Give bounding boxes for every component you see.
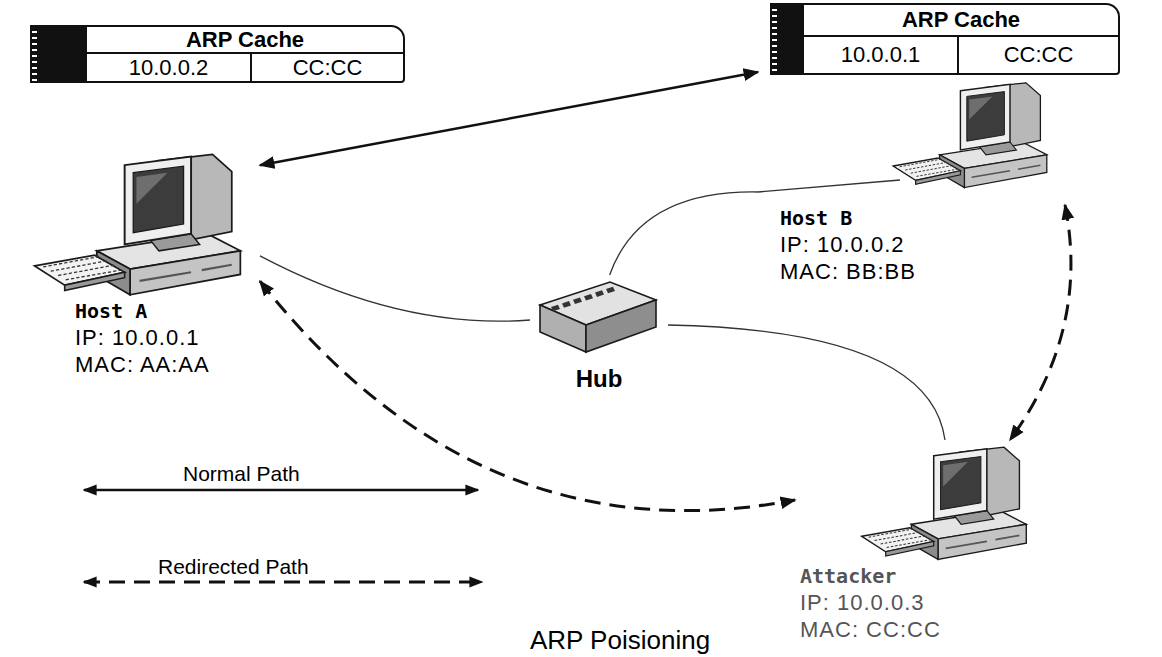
- attacker-computer: [862, 447, 1027, 559]
- legend-text: Normal Path: [180, 462, 303, 486]
- mac-address: MAC: AA:AA: [75, 351, 210, 378]
- mac-address: CC:CC: [293, 55, 363, 81]
- table-header: ARP Cache: [804, 5, 1118, 37]
- table-cell: CC:CC: [252, 54, 403, 81]
- cache-tab-edge: [32, 27, 37, 81]
- ip-address: IP: 10.0.0.3: [800, 589, 941, 616]
- cache-tab: [772, 5, 804, 73]
- legend-samples: [84, 490, 482, 582]
- attacker-node: AttackerIP: 10.0.0.3MAC: CC:CC: [795, 440, 1035, 645]
- host-node: Host BIP: 10.0.0.2MAC: BB:BB: [758, 60, 1065, 290]
- normal-path-arrow: [260, 72, 758, 165]
- host-label: AttackerIP: 10.0.0.3MAC: CC:CC: [800, 563, 941, 643]
- host-name: Host A: [75, 298, 210, 324]
- arp-cache-table: ARP Cache10.0.0.2 CC:CC: [30, 25, 405, 83]
- table-cell: 10.0.0.1: [804, 37, 959, 73]
- table-cell: 10.0.0.2: [87, 54, 252, 81]
- redirected-path-arrow: [260, 281, 795, 510]
- host-name: Attacker: [800, 563, 941, 589]
- hub-node: Hub: [530, 275, 668, 395]
- mac-address: MAC: CC:CC: [800, 616, 941, 643]
- host-b-computer: [893, 83, 1047, 188]
- header-text: ARP Cache: [902, 7, 1020, 33]
- cache-tab: [32, 27, 87, 81]
- host-label: Host BIP: 10.0.0.2MAC: BB:BB: [780, 205, 916, 285]
- table-header: ARP Cache: [87, 27, 403, 54]
- table-cell: CC:CC: [959, 37, 1118, 73]
- caption: ARP Poisioning: [370, 626, 870, 654]
- header-text: ARP Cache: [186, 27, 304, 53]
- legend-entry: Redirected Path: [155, 555, 312, 579]
- hub-device: [540, 282, 656, 352]
- legend-dashed-line: [84, 581, 482, 584]
- network-cable: [668, 325, 945, 440]
- ip-address: 10.0.0.1: [841, 42, 921, 68]
- ip-address: IP: 10.0.0.2: [780, 231, 916, 258]
- host-label: Host AIP: 10.0.0.1MAC: AA:AA: [75, 298, 210, 378]
- host-node: Host AIP: 10.0.0.1MAC: AA:AA: [30, 145, 260, 380]
- redirected-path-arrow: [1010, 205, 1071, 440]
- network-cable: [260, 256, 530, 321]
- mac-address: CC:CC: [1004, 42, 1074, 68]
- ip-address: IP: 10.0.0.1: [75, 324, 210, 351]
- hub-label: Hub: [530, 365, 668, 393]
- legend-entry: Normal Path: [180, 462, 303, 486]
- cache-tab-edge: [772, 5, 777, 73]
- arp-cache-table: ARP Cache 10.0.0.1 CC:CC: [770, 3, 1120, 75]
- ip-address: 10.0.0.2: [129, 55, 209, 81]
- legend-text: Redirected Path: [155, 555, 312, 579]
- cable-stub: [758, 180, 900, 192]
- host-a-computer: [35, 154, 241, 294]
- network-cable: [610, 192, 758, 275]
- legend-solid-line: [84, 489, 478, 492]
- host-name: Host B: [780, 205, 916, 231]
- mac-address: MAC: BB:BB: [780, 258, 916, 285]
